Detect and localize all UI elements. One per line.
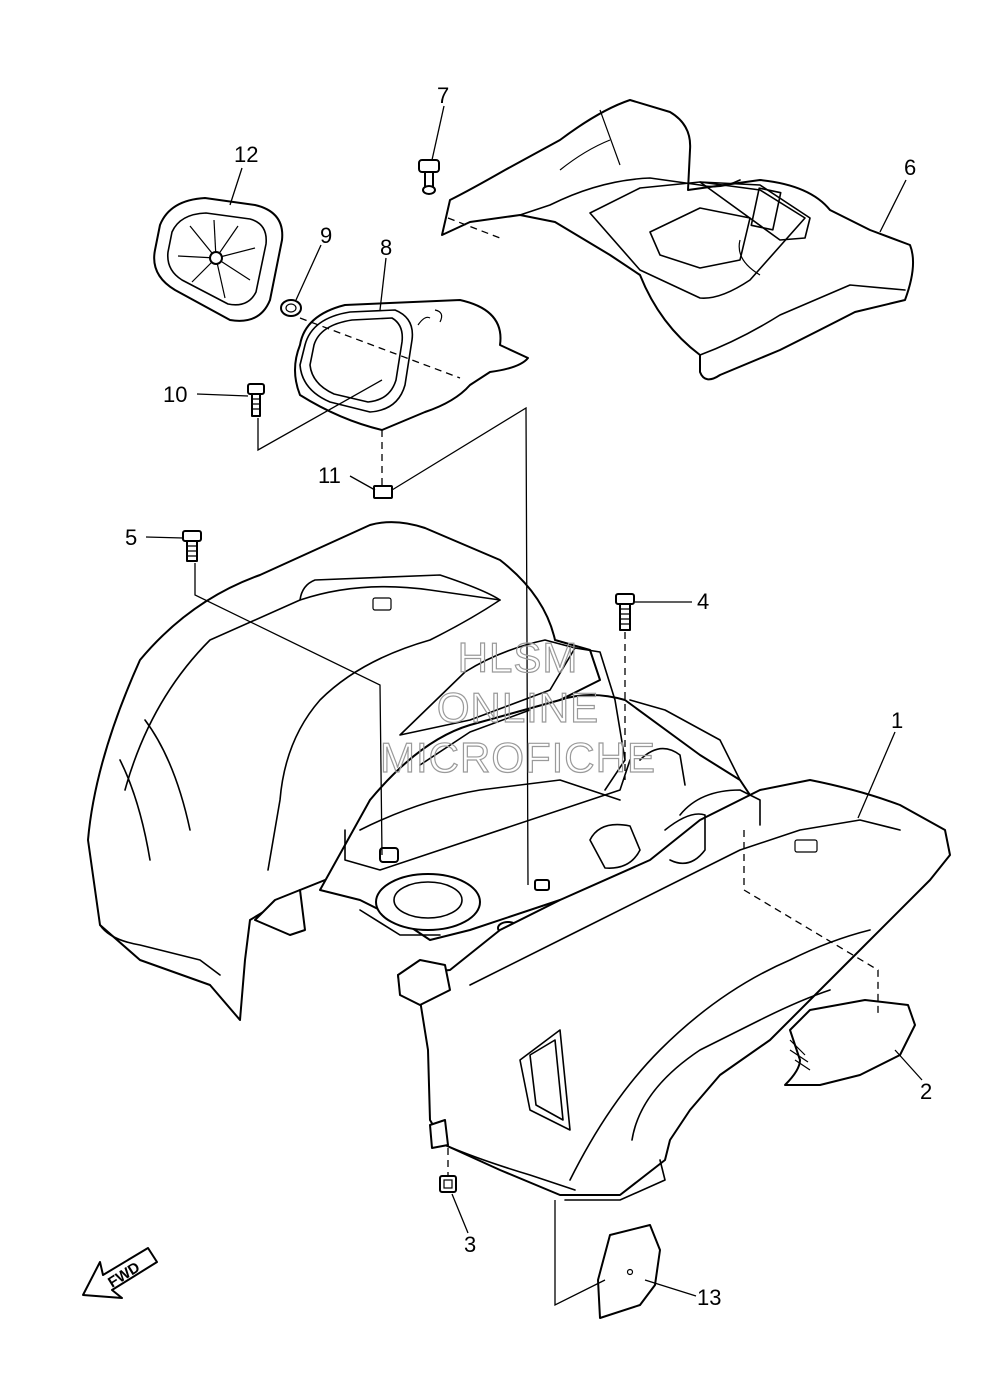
part-11-clip-nut[interactable]: [373, 485, 393, 499]
callout-1: 1: [891, 708, 903, 733]
watermark-line-3: MICROFICHE: [380, 734, 656, 781]
part-5-bolt[interactable]: [182, 530, 202, 562]
callout-5: 5: [125, 525, 137, 550]
callout-9: 9: [320, 223, 332, 248]
part-2-mud-flap[interactable]: [784, 999, 916, 1086]
callout-11: 11: [318, 463, 341, 488]
part-13-mud-flap[interactable]: [597, 1224, 661, 1319]
part-10-bolt[interactable]: [247, 383, 265, 417]
part-1-rear-fender[interactable]: [87, 521, 951, 1201]
watermark: HLSM ONLINE MICROFICHE: [379, 633, 656, 781]
callout-7: 7: [437, 83, 449, 108]
callout-4: 4: [697, 589, 709, 614]
callout-numbers: 7 6 12 9 8 10 11 5 4 1 2 3 13: [125, 83, 932, 1310]
callout-6: 6: [904, 155, 916, 180]
fwd-arrow-icon: FWD: [82, 1247, 158, 1299]
part-12-vent-cover[interactable]: [153, 197, 284, 322]
part-9-grommet[interactable]: [280, 299, 302, 317]
callout-3: 3: [464, 1232, 476, 1257]
part-4-bolt[interactable]: [615, 593, 635, 631]
watermark-line-1: HLSM: [458, 634, 579, 681]
part-3-clip[interactable]: [439, 1175, 457, 1193]
callout-10: 10: [163, 382, 187, 407]
callout-leaders: [145, 105, 923, 1297]
part-8-duct-cover[interactable]: [294, 299, 529, 431]
callout-2: 2: [920, 1079, 932, 1104]
callout-13: 13: [697, 1285, 721, 1310]
callout-8: 8: [380, 235, 392, 260]
assembly-lines: [194, 217, 879, 1307]
watermark-line-2: ONLINE: [437, 684, 599, 731]
part-6-rack-cover[interactable]: [441, 99, 915, 381]
part-7-rivet[interactable]: [418, 159, 440, 195]
callout-12: 12: [234, 142, 258, 167]
